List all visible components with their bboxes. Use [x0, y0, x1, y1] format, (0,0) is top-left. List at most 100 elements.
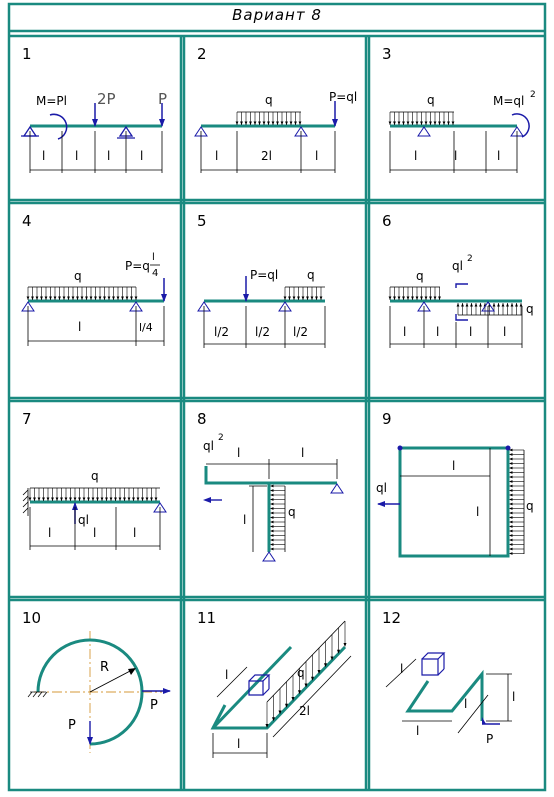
- cell-1-scheme: M=Pl 2P P l l l l: [21, 90, 167, 173]
- distributed-load-icon: [235, 111, 302, 125]
- dimension-lines: [29, 131, 163, 173]
- distributed-load-icon: [509, 448, 525, 555]
- label-moment: M=Pl: [36, 94, 67, 108]
- label-q: q: [74, 269, 82, 283]
- distributed-load-icon: [283, 286, 325, 300]
- label-fraction-den: 4: [152, 268, 158, 279]
- radius-line: [89, 668, 135, 693]
- distributed-load-icon: [388, 286, 441, 300]
- dimension-label: l: [503, 325, 506, 339]
- label-q: q: [526, 499, 534, 513]
- cell-6-scheme: q ql 2 q l l l l: [388, 254, 534, 348]
- dimension-label: l/4: [139, 321, 153, 334]
- cell-number: 11: [197, 609, 217, 627]
- dimension-label: l: [400, 662, 403, 676]
- fixed-support-icon: [27, 691, 48, 698]
- dimension-label: l: [48, 526, 51, 540]
- label-moment: ql: [452, 259, 463, 273]
- cell-12-scheme: l l l l P: [385, 652, 515, 746]
- cell-6: 6 q ql 2 q l l l l: [372, 206, 544, 397]
- cell-1: 1 M=Pl 2P P l l l l: [12, 39, 180, 199]
- cell-11-scheme: l q 2l l: [210, 620, 352, 758]
- label-force: P: [150, 698, 158, 713]
- dimension-label: l: [464, 697, 467, 711]
- label-exponent: 2: [218, 433, 224, 443]
- dimension-label: l: [93, 526, 96, 540]
- cell-7: 7 q ql l l l: [12, 404, 180, 596]
- dimension-label: l/2: [214, 325, 229, 339]
- dimension-label: l: [78, 320, 81, 334]
- cell-number: 1: [22, 45, 32, 63]
- cell-number: 5: [197, 212, 207, 230]
- sheet-title: Вариант 8: [232, 6, 322, 24]
- cell-4: 4 q P=q l 4 l l/4: [12, 206, 180, 397]
- cell-number: 9: [382, 410, 392, 428]
- dimension-label: l: [469, 325, 472, 339]
- cell-5-scheme: P=ql q l/2 l/2 l/2: [197, 268, 326, 348]
- dimension-label: l: [237, 446, 240, 460]
- cell-2-scheme: q P=ql l 2l l: [194, 90, 357, 173]
- distributed-load-icon: [28, 487, 160, 501]
- cell-number: 7: [22, 410, 32, 428]
- label-q: q: [288, 505, 296, 519]
- distributed-load-icon: [270, 484, 286, 552]
- distributed-load-icon: [26, 286, 138, 300]
- label-force: P=ql: [250, 268, 278, 282]
- distributed-load-icon: [388, 111, 455, 125]
- fixed-support-icon: [22, 488, 29, 516]
- dimension-label: l: [497, 149, 500, 163]
- dimension-label: l: [133, 526, 136, 540]
- cell-8: 8 ql 2 q l l l: [187, 404, 365, 596]
- frame-member: [204, 466, 337, 552]
- label-force: P=q: [125, 259, 150, 273]
- label-q: q: [307, 268, 315, 282]
- cell-2: 2 q P=ql l 2l l: [187, 39, 365, 199]
- label-force: P: [68, 718, 76, 733]
- dimension-label: l: [243, 513, 246, 527]
- dimension-label: l: [315, 149, 318, 163]
- label-q: q: [91, 469, 99, 483]
- cell-number: 8: [197, 410, 207, 428]
- cell-number: 12: [382, 609, 402, 627]
- cell-number: 4: [22, 212, 32, 230]
- label-force-2p: 2P: [97, 90, 116, 108]
- fixed-support-icon: [421, 652, 446, 676]
- dimension-label: l: [215, 149, 218, 163]
- cell-10-scheme: R P P: [27, 631, 171, 753]
- label-q: q: [265, 93, 273, 107]
- dimension-label: l: [416, 724, 419, 738]
- cell-11: 11 l q 2l l: [187, 603, 365, 789]
- label-force: ql: [78, 513, 89, 527]
- label-q: q: [427, 93, 435, 107]
- dimension-label: l: [42, 149, 45, 163]
- label-force: P: [486, 732, 493, 746]
- dimension-label: l: [237, 737, 240, 751]
- dimension-label: 2l: [299, 704, 310, 718]
- dimension-label: l: [414, 149, 417, 163]
- cell-4-scheme: q P=q l 4 l l/4: [21, 252, 167, 346]
- label-exponent: 2: [467, 254, 473, 264]
- cell-3-scheme: q M=ql 2 l l l: [388, 90, 536, 173]
- dimension-label: l: [454, 149, 457, 163]
- label-moment: ql: [203, 439, 214, 453]
- dimension-label: l/2: [293, 325, 308, 339]
- cell-9: 9 ql l l q: [372, 404, 544, 596]
- fixed-support-icon: [248, 674, 271, 696]
- frame-member: [405, 669, 484, 721]
- dimension-label: l: [75, 149, 78, 163]
- label-q: q: [416, 269, 424, 283]
- cell-number: 10: [22, 609, 42, 627]
- frame-member: [398, 446, 510, 558]
- arch-member: [36, 638, 144, 746]
- support-pin-icon: [262, 551, 276, 562]
- dimension-label: l: [140, 149, 143, 163]
- label-force-p: P: [158, 90, 167, 108]
- moment-arrow-icon: [455, 283, 468, 321]
- cell-9-scheme: ql l l q: [376, 445, 534, 558]
- label-radius: R: [100, 660, 109, 675]
- label-moment: M=ql: [493, 94, 524, 108]
- dimension-label: l: [403, 325, 406, 339]
- cell-8-scheme: ql 2 q l l l: [203, 433, 344, 562]
- cell-number: 3: [382, 45, 392, 63]
